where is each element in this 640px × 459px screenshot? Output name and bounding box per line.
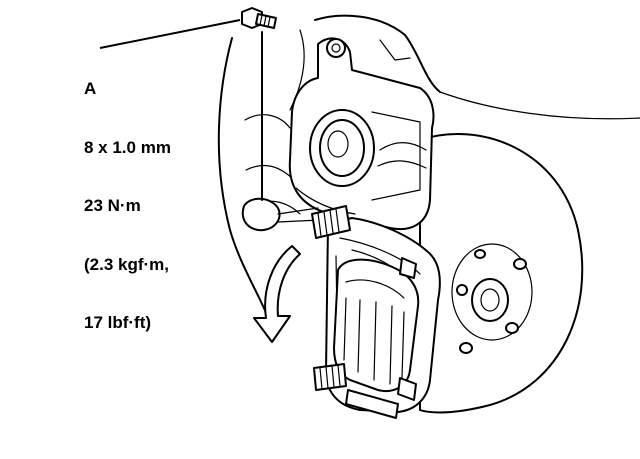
brake-pad <box>333 258 420 392</box>
guide-pin-lower <box>313 363 347 391</box>
caliper-pivot <box>241 197 321 232</box>
bolt-callout: A 8 x 1.0 mm 23 N·m (2.3 kgf·m, 17 lbf·f… <box>84 40 171 352</box>
caliper-bracket-hole <box>326 38 346 58</box>
wheel-stud <box>456 284 468 296</box>
callout-torque-kgfm: (2.3 kgf·m, <box>84 254 170 274</box>
callout-letter: A <box>84 79 97 98</box>
wheel-stud <box>474 249 486 259</box>
callout-size: 8 x 1.0 mm <box>84 137 171 157</box>
guide-pin-upper <box>311 205 351 239</box>
callout-leader-line <box>99 19 241 49</box>
caliper-bracket <box>325 217 441 419</box>
hub-center <box>471 278 509 322</box>
brake-rotor <box>419 133 584 414</box>
wheel-stud <box>505 322 519 334</box>
wheel-stud <box>513 258 527 270</box>
callout-torque-nm: 23 N·m <box>84 196 141 215</box>
bolt-icon <box>241 7 277 29</box>
curved-arrow-icon <box>253 245 301 343</box>
caliper-body <box>288 37 435 230</box>
wheel-stud <box>459 342 473 354</box>
callout-torque-lbfft: 17 lbf·ft) <box>84 313 152 332</box>
